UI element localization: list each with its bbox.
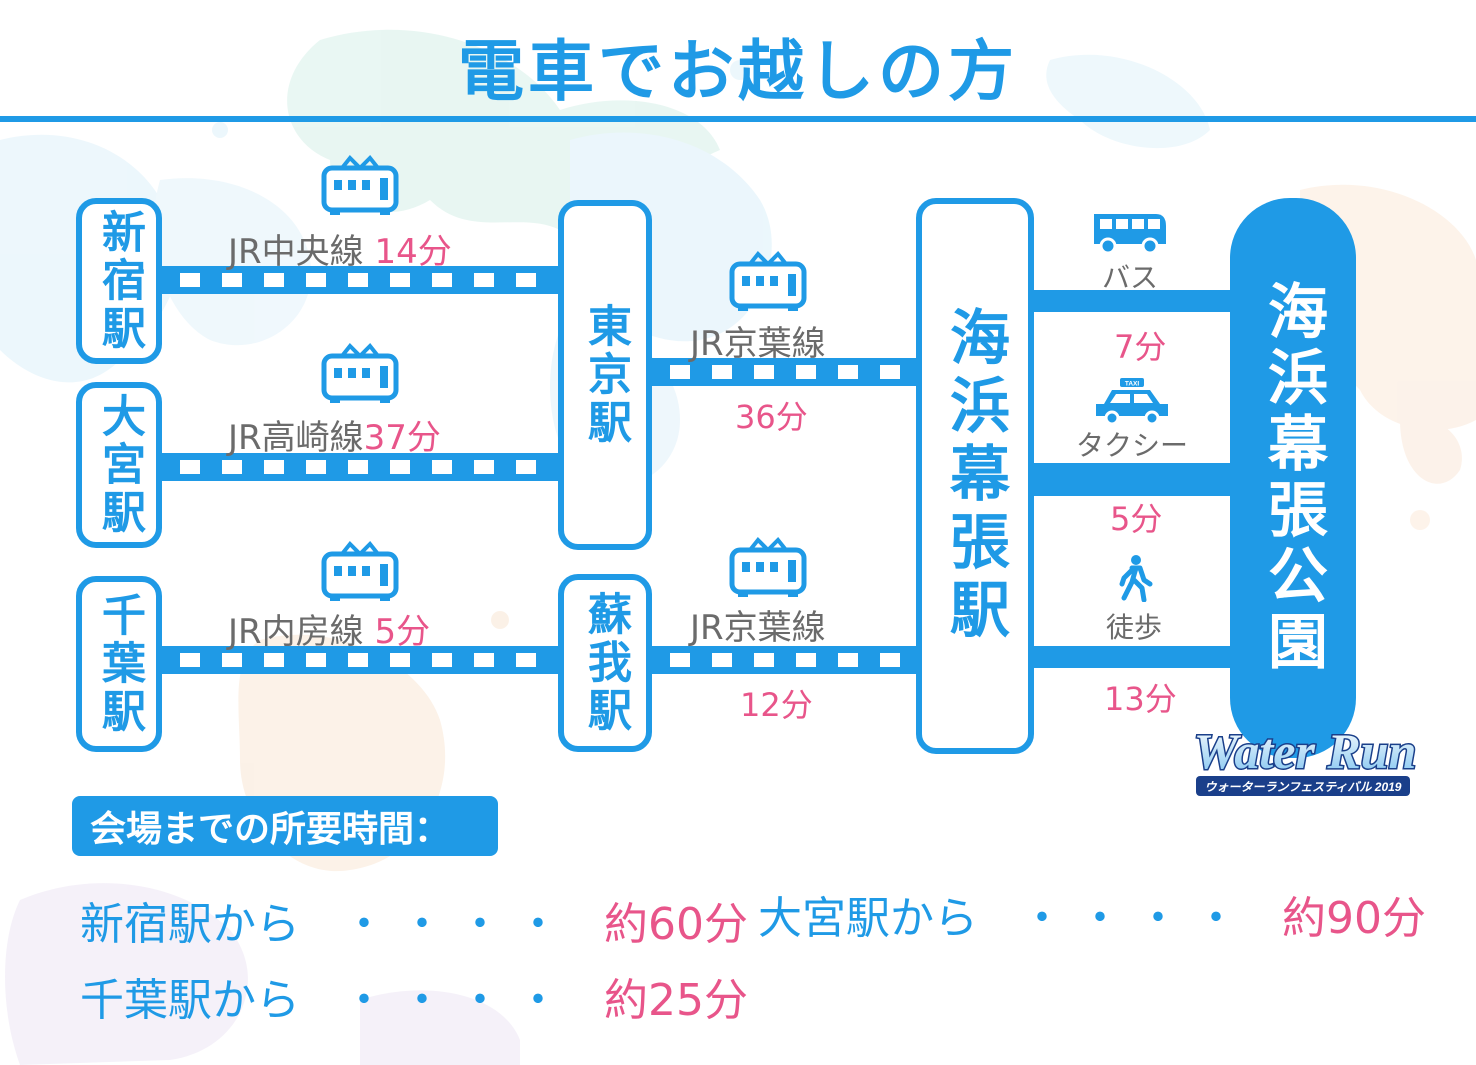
station-chiba: 千葉駅 [76, 576, 162, 752]
track-shinjuku-tokyo [162, 266, 558, 294]
svg-text:Water Run: Water Run [1194, 723, 1417, 779]
walk-route-bar [1034, 646, 1234, 668]
station-omiya: 大宮駅 [76, 382, 162, 548]
title-divider [0, 116, 1476, 122]
taxi-label: タクシー [1076, 429, 1189, 462]
station-tokyo: 東京駅 [558, 200, 652, 550]
train-icon [729, 251, 807, 311]
line-name: JR高崎線 [228, 418, 364, 458]
summary-row-shinjuku: 新宿駅から ・・・・ 約60分 [80, 888, 748, 952]
station-kaihin-makuhari: 海浜幕張駅 [916, 198, 1034, 754]
destination-kaihin-makuhari-park: 海浜幕張公園 [1230, 198, 1356, 758]
line-time-keiyo-tokyo: 36分 [735, 398, 808, 436]
summary-heading: 会場までの所要時間： [72, 796, 498, 856]
line-label-uchibo: JR内房線 5分 [228, 604, 430, 653]
svg-text:ウォーターランフェスティバル 2019: ウォーターランフェスティバル 2019 [1205, 780, 1402, 794]
summary-time: 約60分 [604, 899, 748, 950]
train-icon [321, 541, 399, 601]
station-soga: 蘇我駅 [558, 574, 652, 752]
summary-row-omiya: 大宮駅から ・・・・ 約90分 [758, 882, 1426, 946]
water-run-logo: Water Run ウォーターランフェスティバル 2019 [1192, 722, 1418, 796]
train-icon [321, 155, 399, 215]
line-time: 14分 [374, 232, 452, 272]
train-icon [729, 537, 807, 597]
summary-time: 約25分 [604, 975, 748, 1026]
summary-dots: ・・・・ [342, 975, 574, 1026]
track-omiya-tokyo [162, 453, 558, 481]
summary-dots: ・・・・ [1020, 893, 1252, 944]
bus-route-bar [1034, 290, 1234, 312]
taxi-sign: TAXI [1125, 381, 1140, 388]
track-tokyo-makuhari [652, 358, 916, 386]
line-time-keiyo-soga: 12分 [740, 686, 813, 724]
taxi-time: 5分 [1110, 500, 1163, 538]
bus-time: 7分 [1114, 328, 1167, 366]
line-label-keiyo-soga: JR京葉線 [690, 608, 826, 648]
walking-person-icon [1119, 555, 1153, 602]
page-title: 電車でお越しの方 [458, 33, 1018, 110]
line-time: 37分 [363, 418, 441, 458]
taxi-icon: TAXI [1096, 378, 1168, 426]
train-icon [321, 343, 399, 403]
line-label-keiyo-tokyo: JR京葉線 [690, 324, 826, 364]
track-chiba-soga [162, 646, 558, 674]
bus-label: バス [1102, 261, 1159, 294]
track-soga-makuhari [652, 646, 916, 674]
line-time: 5分 [374, 612, 431, 652]
line-label-chuo: JR中央線 14分 [228, 224, 452, 273]
taxi-route-bar-bottom [1034, 474, 1234, 496]
line-name: JR内房線 [228, 612, 364, 652]
summary-dots: ・・・・ [342, 899, 574, 950]
summary-from: 新宿駅から [80, 899, 300, 950]
summary-from: 大宮駅から [758, 893, 978, 944]
line-name: JR中央線 [228, 232, 364, 272]
station-shinjuku: 新宿駅 [76, 198, 162, 364]
line-label-takasaki: JR高崎線37分 [228, 410, 441, 459]
walk-label: 徒歩 [1106, 611, 1163, 644]
bus-icon [1094, 214, 1166, 254]
summary-from: 千葉駅から [80, 975, 300, 1026]
summary-row-chiba: 千葉駅から ・・・・ 約25分 [80, 964, 748, 1028]
summary-time: 約90分 [1282, 893, 1426, 944]
walk-time: 13分 [1104, 680, 1177, 718]
